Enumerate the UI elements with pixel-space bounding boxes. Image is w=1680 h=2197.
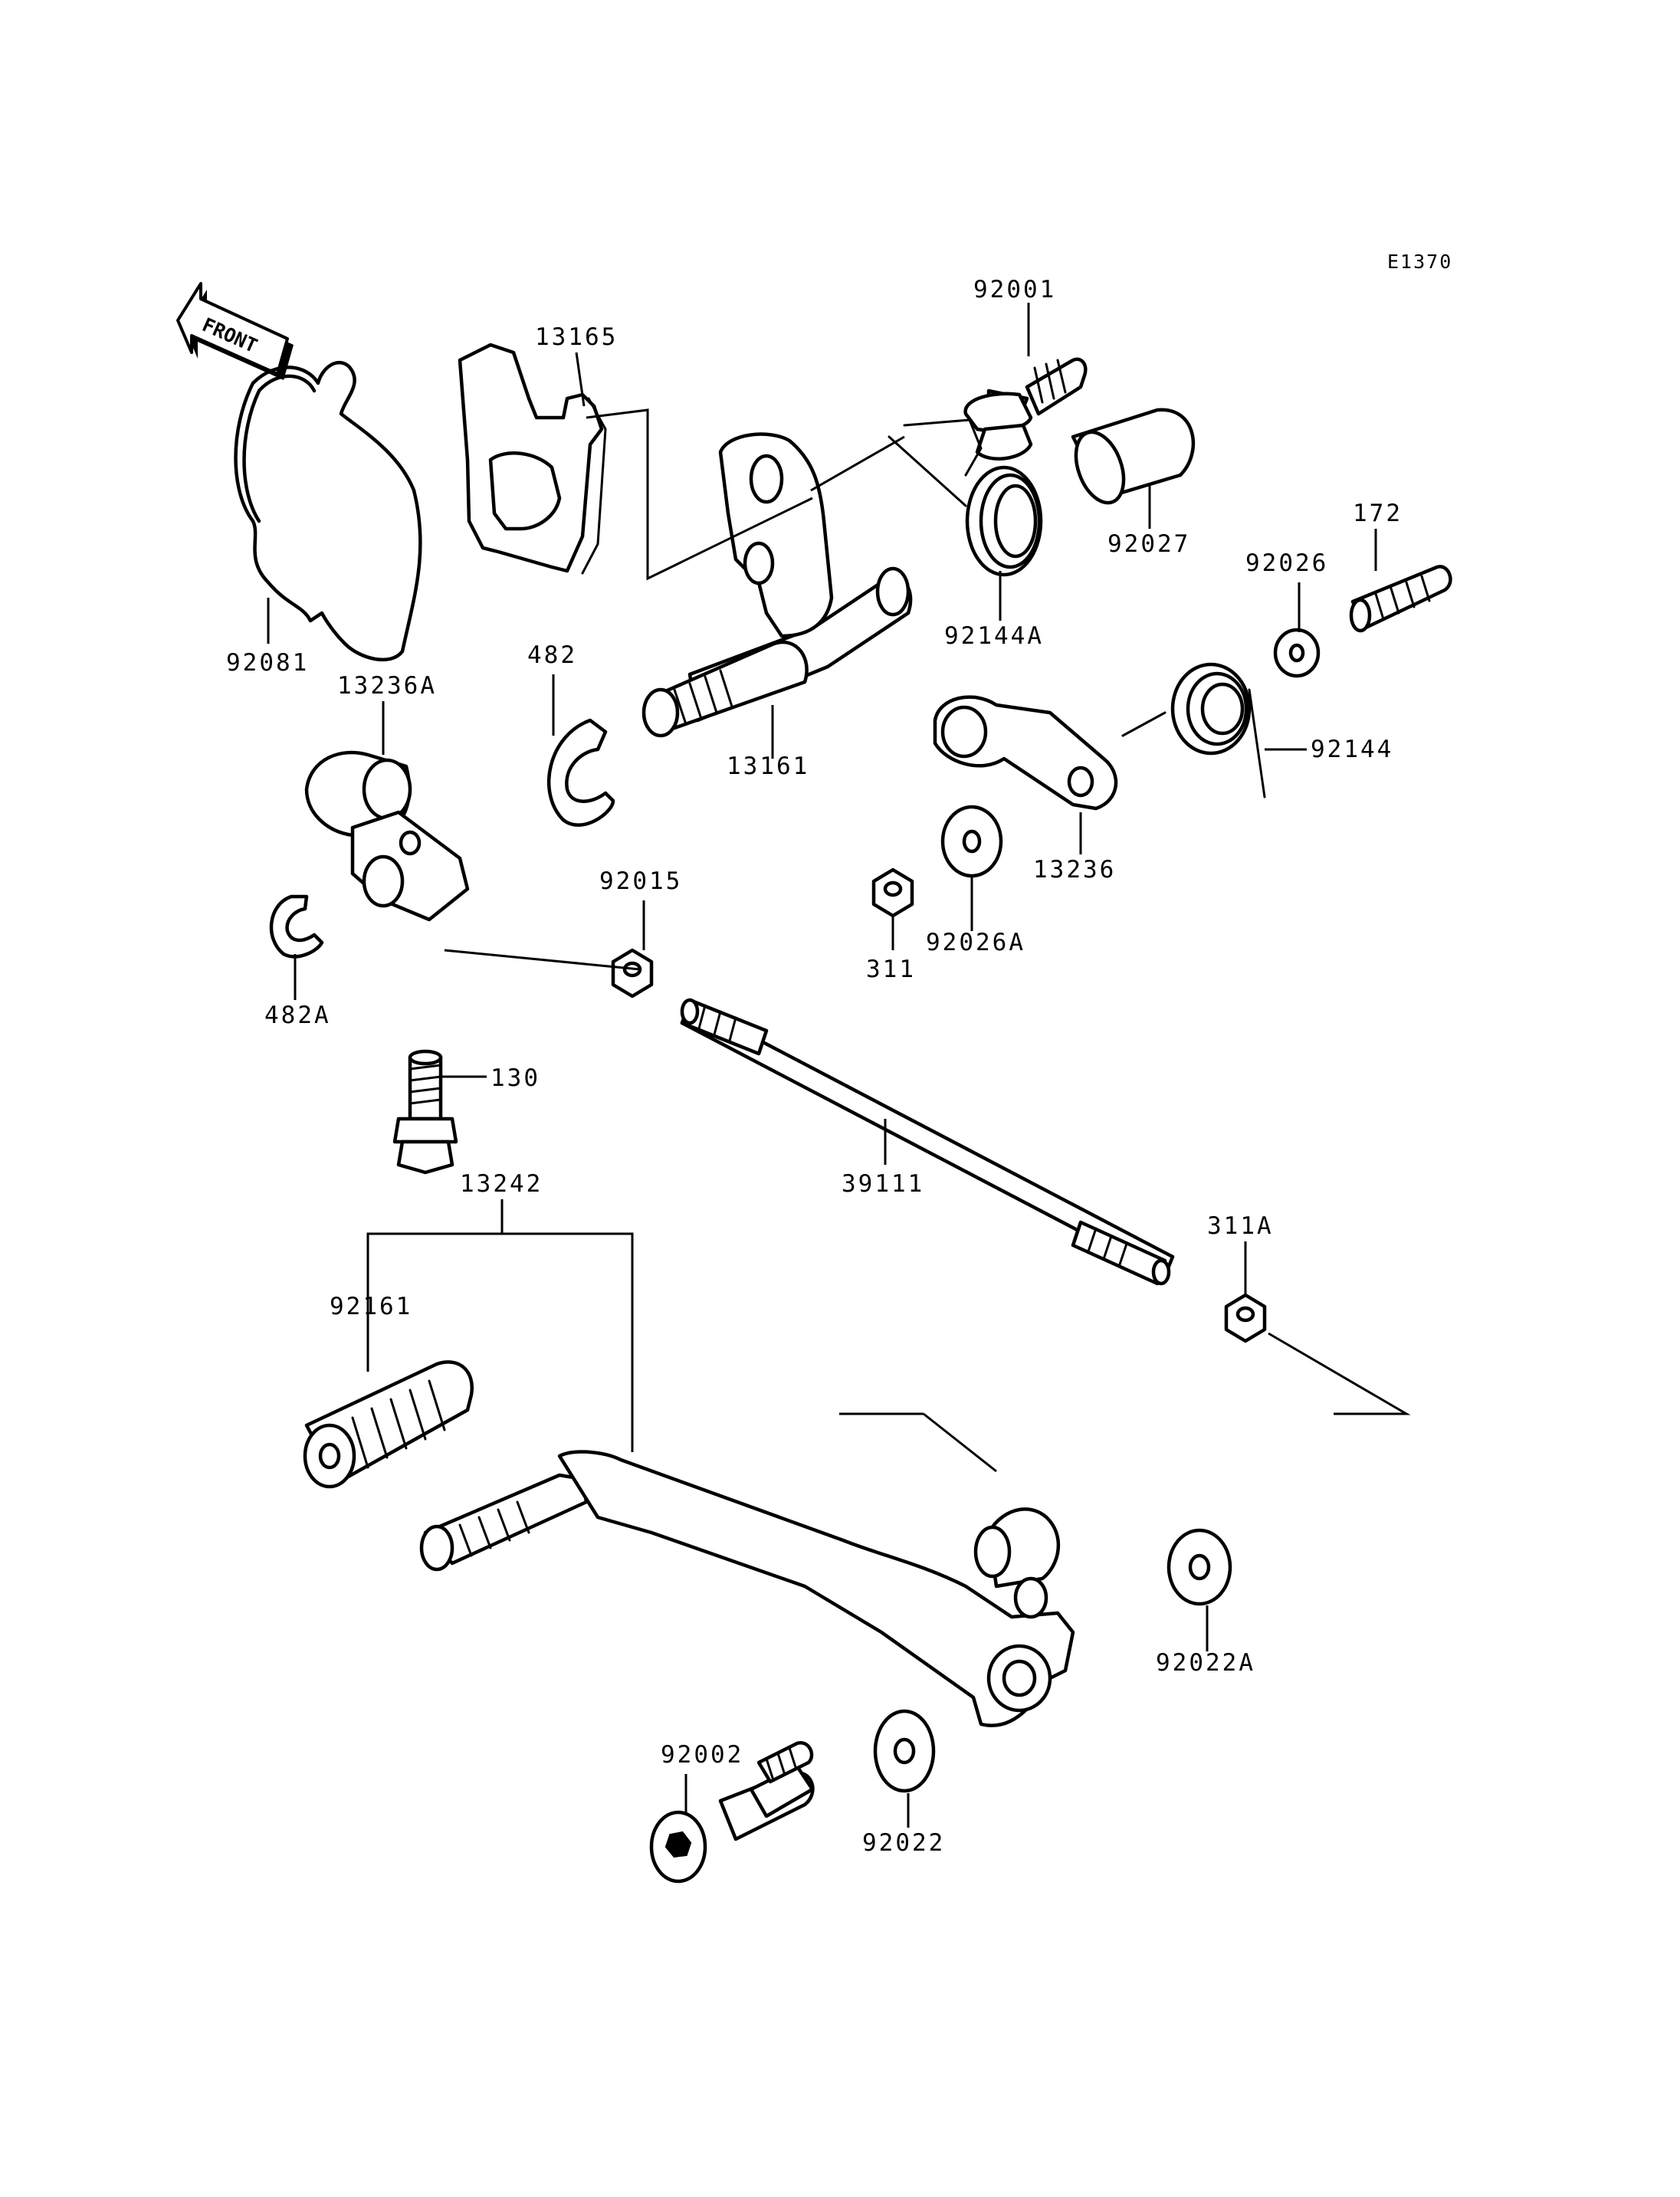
label-482A: 482A xyxy=(264,1002,331,1029)
pin-172 xyxy=(1349,565,1452,633)
nut-311A xyxy=(1224,1293,1267,1343)
circlip-482 xyxy=(546,718,615,827)
nut-92015 xyxy=(611,948,654,998)
label-482: 482 xyxy=(527,641,577,669)
label-13242: 13242 xyxy=(460,1170,543,1198)
label-92144A: 92144A xyxy=(944,622,1044,650)
label-39111: 39111 xyxy=(842,1170,924,1198)
label-92081: 92081 xyxy=(226,649,309,677)
label-92022A: 92022A xyxy=(1156,1649,1255,1677)
label-311A: 311A xyxy=(1207,1212,1274,1240)
label-13165: 13165 xyxy=(535,323,618,351)
part-labels: 13165 92001 92027 92081 92144A 172 92026… xyxy=(226,276,1403,1857)
washer-92026A xyxy=(940,805,1003,878)
label-92144: 92144 xyxy=(1311,736,1393,763)
gasket-92081 xyxy=(234,360,422,662)
spring-92144A xyxy=(888,418,1043,577)
label-92026: 92026 xyxy=(1245,549,1328,577)
label-92015: 92015 xyxy=(599,867,682,895)
label-92026A: 92026A xyxy=(926,929,1025,956)
washer-92022A xyxy=(1166,1528,1232,1606)
bolt-92002 xyxy=(649,1741,815,1884)
label-172: 172 xyxy=(1353,500,1403,527)
washer-92026 xyxy=(1273,628,1321,678)
bolt-130 xyxy=(392,1049,458,1175)
label-92001: 92001 xyxy=(973,276,1056,303)
rubber-92161 xyxy=(303,1360,474,1489)
plate-13165 xyxy=(458,343,607,575)
label-92161: 92161 xyxy=(330,1293,412,1320)
shift-pedal-13242 xyxy=(419,1450,1075,1728)
circlip-482A xyxy=(269,894,324,959)
label-311: 311 xyxy=(866,956,916,983)
label-92027: 92027 xyxy=(1107,530,1190,558)
label-92002: 92002 xyxy=(661,1741,743,1769)
rod-39111 xyxy=(680,998,1175,1286)
collar-92027 xyxy=(1071,408,1196,505)
nut-311 xyxy=(871,867,914,918)
label-92022: 92022 xyxy=(862,1829,945,1857)
label-13236A: 13236A xyxy=(337,672,437,700)
label-13161: 13161 xyxy=(727,753,809,780)
spring-92144 xyxy=(1121,662,1266,798)
leader-lines xyxy=(267,303,1411,1828)
diagram-code: E1370 xyxy=(1387,251,1452,273)
label-13236: 13236 xyxy=(1033,856,1116,884)
lever-13236A xyxy=(304,750,470,922)
lever-13236 xyxy=(933,695,1118,811)
label-130: 130 xyxy=(491,1064,540,1092)
front-arrow-icon: FRONT xyxy=(176,282,294,380)
washer-92022 xyxy=(873,1709,936,1793)
pin-92001 xyxy=(963,357,1088,461)
shift-shaft-13161 xyxy=(641,432,913,738)
